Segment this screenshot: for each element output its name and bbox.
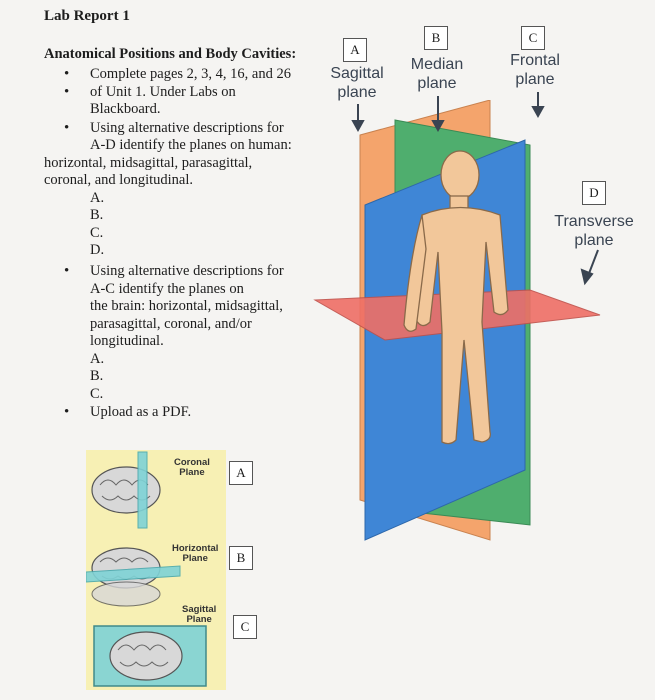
transverse-plane-caption: Transverse plane — [554, 212, 634, 250]
brain-label-box-b: B — [229, 546, 253, 570]
bullet-4-line3: the brain: horizontal, midsagittal, — [90, 298, 283, 314]
plane-label-box-c: C — [521, 26, 545, 50]
median-plane-caption: Median plane — [402, 55, 472, 93]
sagittal-caption-line2: plane — [337, 84, 377, 101]
body-planes-illustration — [313, 100, 601, 541]
bullet-3-line1: Using alternative descriptions for — [90, 120, 284, 136]
frontal-plane-caption: Frontal plane — [500, 51, 570, 89]
horizontal-label-line2: Plane — [182, 553, 208, 564]
bullet-dot: • — [64, 84, 70, 100]
frontal-caption-line1: Frontal — [510, 52, 560, 69]
plane-label-box-a: A — [343, 38, 367, 62]
report-title: Lab Report 1 — [44, 8, 130, 24]
bullet-3-line2: A-D identify the planes on human: — [90, 137, 292, 153]
sagittal-plane-caption: Sagittal plane — [322, 64, 392, 102]
horizontal-plane-label: Horizontal Plane — [172, 544, 218, 564]
median-caption-line2: plane — [417, 75, 457, 92]
bullet-5-text: Upload as a PDF. — [90, 404, 192, 420]
bullet-dot: • — [64, 120, 70, 136]
brain-answer-b: B. — [90, 368, 104, 384]
bullet-dot: • — [64, 404, 70, 420]
answer-item-a: A. — [90, 190, 105, 206]
section-heading: Anatomical Positions and Body Cavities: — [44, 46, 297, 62]
transverse-caption-line1: Transverse — [554, 213, 634, 230]
bullet-4-line5: longitudinal. — [90, 333, 164, 349]
sagittal-label-line2: Plane — [186, 614, 212, 625]
bullet-4-line4: parasagittal, coronal, and/or — [90, 316, 252, 332]
horizontal-label-line1: Horizontal — [172, 543, 219, 554]
brain-figure: Coronal Plane Horizontal Plane Sagittal … — [85, 450, 226, 690]
bullet-2-line1: of Unit 1. Under Labs on — [90, 84, 236, 100]
answer-item-b: B. — [90, 207, 104, 223]
bullet-4-line1: Using alternative descriptions for — [90, 263, 284, 279]
answer-item-d: D. — [90, 242, 105, 258]
median-caption-line1: Median — [410, 56, 464, 73]
brain-label-box-c: C — [233, 615, 257, 639]
human-figure — [403, 150, 509, 445]
sagittal-label-line1: Sagittal — [182, 604, 217, 615]
bullet-3-line3: horizontal, midsagittal, parasagittal, — [44, 155, 253, 171]
brain-label-box-a: A — [229, 461, 253, 485]
bullet-1-text: Complete pages 2, 3, 4, 16, and 26 — [90, 66, 291, 82]
bullet-4-line2: A-C identify the planes on — [90, 281, 244, 297]
brain-answer-a: A. — [90, 351, 105, 367]
sagittal-caption-line1: Sagittal — [330, 65, 384, 82]
coronal-plane-label: Coronal Plane — [174, 458, 210, 478]
sagittal-plane-label: Sagittal Plane — [182, 605, 216, 625]
bullet-dot: • — [64, 263, 70, 279]
bullet-2-line2: Blackboard. — [90, 101, 161, 117]
answer-item-c: C. — [90, 225, 104, 241]
brain-answer-c: C. — [90, 386, 104, 402]
bullet-3-line4: coronal, and longitudinal. — [44, 172, 193, 188]
bullet-dot: • — [64, 66, 70, 82]
coronal-label-line2: Plane — [179, 467, 205, 478]
frontal-caption-line2: plane — [515, 71, 555, 88]
plane-label-box-b: B — [424, 26, 448, 50]
plane-label-box-d: D — [582, 181, 606, 205]
transverse-caption-line2: plane — [574, 232, 614, 249]
brain-planes-illustration — [85, 451, 207, 687]
coronal-label-line1: Coronal — [174, 457, 210, 468]
